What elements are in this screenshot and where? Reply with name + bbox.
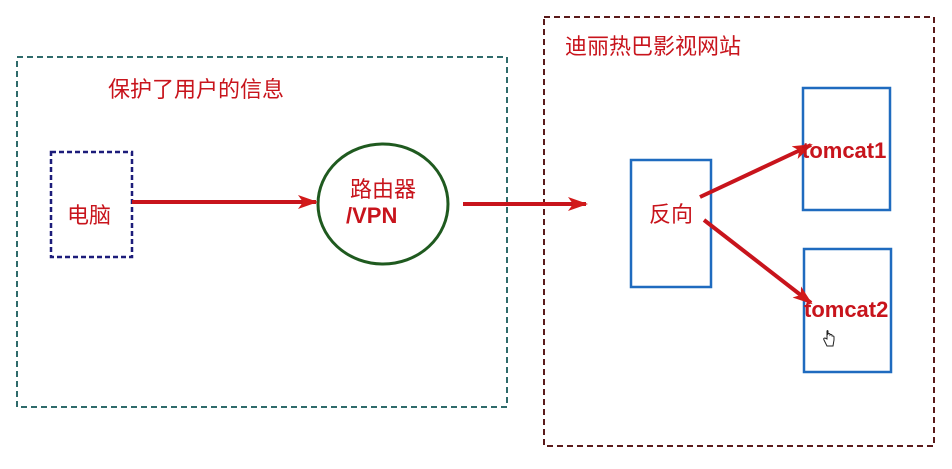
tomcat2-label: tomcat2 [804, 297, 889, 322]
client-computer-label: 电脑 [67, 204, 112, 229]
client-zone-label: 保护了用户的信息 [108, 78, 285, 103]
router-label-line1: 路由器 [350, 178, 417, 203]
server-zone-border [543, 16, 935, 447]
tomcat2-box [802, 247, 893, 374]
client-zone-border [16, 56, 508, 408]
router-vpn-node [316, 142, 450, 266]
tomcat1-label: tomcat1 [802, 138, 887, 163]
arrow-proxy-to-tomcat2 [702, 218, 813, 305]
router-label-line2: /VPN [346, 203, 398, 228]
hand-pointer-icon [823, 330, 835, 347]
server-zone-label: 迪丽热巴影视网站 [565, 35, 742, 60]
client-computer-box [49, 150, 134, 259]
arrow-proxy-to-tomcat1 [699, 143, 813, 199]
reverse-proxy-label: 反向 [649, 203, 694, 228]
